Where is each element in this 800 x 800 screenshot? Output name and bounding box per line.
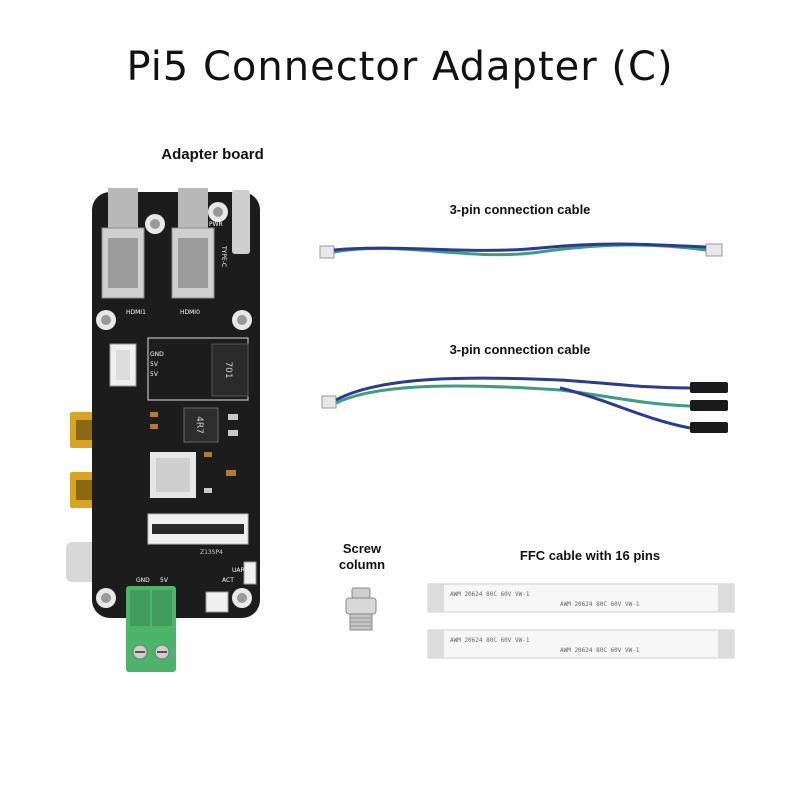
silk-pwr: PWR	[209, 221, 223, 228]
cable1-label: 3-pin connection cable	[449, 202, 591, 217]
adapter-board-label: Adapter board	[161, 146, 264, 163]
inductor: 4R7	[183, 407, 219, 443]
silk-gnd-bottom: GND	[136, 577, 150, 584]
inductor-marking: 4R7	[194, 416, 204, 434]
three-pin-cable-2	[321, 376, 728, 433]
silk-uart: UART	[232, 567, 248, 574]
ffc-label: FFC cable with 16 pins	[519, 548, 661, 563]
page-title: Pi5 Connector Adapter (C)	[126, 44, 674, 90]
small-components	[150, 412, 238, 493]
silk-5v-bottom: 5V	[160, 577, 169, 584]
uart-connector	[205, 561, 257, 613]
screw-terminal-block	[126, 586, 176, 672]
ffc-cable-1: AWM 20624 80C 60V VW-1 AWM 20624 80C 60V…	[427, 583, 735, 613]
silk-5v-b: 5V	[150, 371, 159, 378]
chip-marking: 701	[223, 361, 233, 378]
silk-hdmi1: HDMI1	[126, 309, 146, 316]
screw-column	[345, 587, 377, 631]
silk-slot: Z13SP4	[200, 549, 223, 556]
regulator-chip: 701	[147, 337, 249, 401]
mounting-holes	[96, 202, 252, 608]
silk-gnd: GND	[150, 351, 164, 358]
ffc2-print-b: AWM 20624 80C 60V VW-1	[560, 647, 640, 654]
screw-label-line2: column	[338, 557, 386, 572]
three-pin-cable-1	[319, 242, 723, 259]
ffc-cable-2: AWM 20624 80C 60V VW-1 AWM 20624 80C 60V…	[427, 629, 735, 659]
usb-c-top-connector	[232, 190, 250, 254]
screw-label: Screw column	[326, 541, 398, 573]
ffc1-print-b: AWM 20624 80C 60V VW-1	[560, 601, 640, 608]
adapter-board: HDMI1 HDMI0 PWR TYPE-C GND 5V 5V 701 4R7	[66, 188, 260, 672]
hdmi-connector-1	[101, 188, 145, 299]
silk-act: ACT	[222, 577, 234, 584]
silk-5v-a: 5V	[150, 361, 159, 368]
hdmi-connector-0	[171, 188, 215, 299]
three-pin-header	[109, 343, 137, 387]
ffc2-print-a: AWM 20624 80C 60V VW-1	[450, 637, 530, 644]
screw-label-line1: Screw	[342, 541, 382, 556]
ffc-connector	[150, 452, 196, 498]
ffc1-print-a: AWM 20624 80C 60V VW-1	[450, 591, 530, 598]
silk-hdmi0: HDMI0	[180, 309, 200, 316]
silk-typec: TYPE-C	[220, 245, 227, 267]
m2-slot	[147, 513, 249, 545]
cable2-label: 3-pin connection cable	[449, 342, 591, 357]
